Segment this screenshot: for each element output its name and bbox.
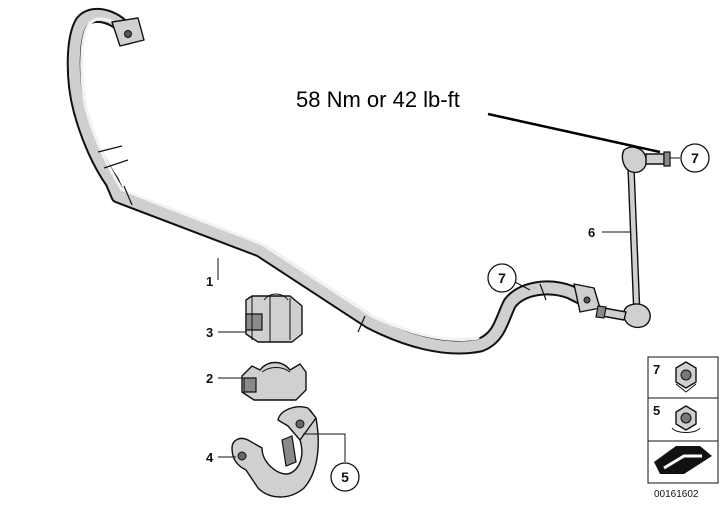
leader-lines <box>217 112 680 462</box>
rubber-bush-complete <box>245 293 303 343</box>
stabilizer-bar <box>66 7 601 355</box>
leader-5 <box>303 433 346 462</box>
leader-7-mid <box>514 281 531 291</box>
stabilizer-bracket <box>231 406 319 498</box>
callout-3: 3 <box>206 325 213 340</box>
callout-2: 2 <box>206 371 213 386</box>
side-panel-label-7: 7 <box>653 362 660 377</box>
callout-4: 4 <box>206 450 214 465</box>
callout-7-mid: 7 <box>498 270 506 286</box>
callout-bubble-5: 5 <box>330 462 360 492</box>
callout-5: 5 <box>341 469 349 485</box>
torque-note: 58 Nm or 42 lb-ft <box>296 87 460 112</box>
callout-bubble-7-top: 7 <box>680 143 710 173</box>
stabilizer-link <box>595 146 671 329</box>
side-panel: 7 5 <box>647 356 719 484</box>
reference-number: 00161602 <box>654 489 699 500</box>
callout-bubble-7-mid: 7 <box>487 263 517 293</box>
torque-pointer-line <box>487 112 661 154</box>
callout-6: 6 <box>588 225 595 240</box>
callout-1: 1 <box>206 274 213 289</box>
side-panel-label-5: 5 <box>653 403 660 418</box>
nut-7-icon <box>675 361 697 393</box>
callout-7-top: 7 <box>691 150 699 166</box>
nut-5-icon <box>671 405 701 433</box>
arrow-icon <box>654 446 712 474</box>
rubber-bush-half <box>241 361 307 401</box>
